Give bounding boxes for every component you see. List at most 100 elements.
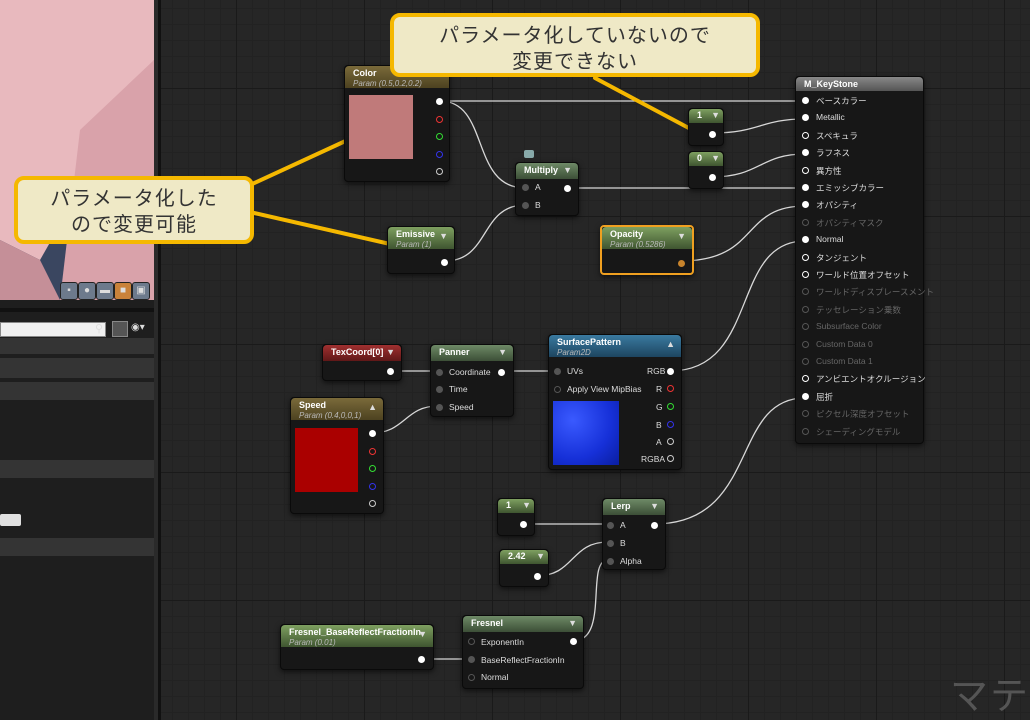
pin-out-b[interactable] <box>667 421 674 428</box>
node-constant-2-42[interactable]: 2.42 ▼ <box>499 549 549 587</box>
pin-in-base-reflect[interactable] <box>468 656 475 663</box>
pin-in-uvs[interactable] <box>554 368 561 375</box>
result-pin-1[interactable] <box>802 114 809 122</box>
result-pin-9[interactable] <box>802 253 809 261</box>
pin-out[interactable] <box>534 573 541 580</box>
pin-out-r[interactable] <box>436 116 443 123</box>
collapse-chevron-icon[interactable]: ▼ <box>418 629 427 639</box>
result-pin-5[interactable] <box>802 184 809 191</box>
pin-in-b[interactable] <box>522 202 529 209</box>
search-icon[interactable]: ⚲ <box>95 323 104 335</box>
pin-out[interactable] <box>387 368 394 375</box>
pin-out-a[interactable] <box>369 500 376 507</box>
pin-out-r[interactable] <box>667 385 674 392</box>
pin-out-rgb[interactable] <box>436 98 443 105</box>
collapse-chevron-icon[interactable]: ▲ <box>368 402 377 412</box>
pin-out-g[interactable] <box>667 403 674 410</box>
node-constant-lerp-a[interactable]: 1 ▼ <box>497 498 535 536</box>
result-pin-19[interactable] <box>802 427 809 435</box>
preview-viewport[interactable]: ▪ ● ▬ ■ ▣ <box>0 0 154 300</box>
result-pin-10[interactable] <box>802 271 809 278</box>
pin-in-exponent[interactable] <box>468 638 475 645</box>
view-mode-button-4[interactable]: ■ <box>114 282 132 300</box>
collapse-chevron-icon[interactable]: ▼ <box>522 500 531 510</box>
pin-in-b[interactable] <box>607 540 614 547</box>
node-multiply[interactable]: Multiply ▼ A B <box>515 162 579 216</box>
result-pin-17[interactable] <box>802 392 809 400</box>
collapse-chevron-icon[interactable]: ▲ <box>666 339 675 349</box>
node-color-param[interactable]: Color Param (0.5,0.2,0.2) <box>344 65 450 182</box>
pin-in-a[interactable] <box>522 184 529 191</box>
eye-icon[interactable]: ◉▾ <box>131 322 145 333</box>
collapse-chevron-icon[interactable]: ▼ <box>536 551 545 561</box>
pin-out[interactable] <box>441 259 448 266</box>
result-pin-3[interactable] <box>802 149 809 157</box>
pin-out[interactable] <box>709 131 716 138</box>
result-pin-0[interactable] <box>802 97 809 104</box>
pin-out-rgb[interactable] <box>369 430 376 437</box>
pin-out[interactable] <box>498 369 505 376</box>
grid-view-icon[interactable] <box>112 321 128 337</box>
node-texcoord[interactable]: TexCoord[0] ▼ <box>322 344 402 381</box>
pin-in-a[interactable] <box>607 522 614 529</box>
preview-icon[interactable] <box>524 150 534 158</box>
result-pin-6[interactable] <box>802 201 809 209</box>
pin-out-g[interactable] <box>369 465 376 472</box>
pin-out-a[interactable] <box>436 168 443 175</box>
pin-out-r[interactable] <box>369 448 376 455</box>
pin-out[interactable] <box>564 185 571 192</box>
pin-in-alpha[interactable] <box>607 558 614 565</box>
pin-out-a[interactable] <box>667 438 674 445</box>
result-pin-12[interactable] <box>802 305 809 313</box>
pin-out-b[interactable] <box>436 151 443 158</box>
pin-out-g[interactable] <box>436 133 443 140</box>
node-constant-0[interactable]: 0 ▼ <box>688 151 724 189</box>
node-fresnel-base-reflect-param[interactable]: Fresnel_BaseReflectFractionIn Param (0.0… <box>280 624 434 670</box>
result-pin-4[interactable] <box>802 166 809 174</box>
view-mode-button-5[interactable]: ▣ <box>132 282 150 300</box>
collapse-chevron-icon[interactable]: ▼ <box>563 165 572 175</box>
pin-out-rgb[interactable] <box>667 368 674 375</box>
result-pin-7[interactable] <box>802 218 809 226</box>
node-constant-1[interactable]: 1 ▼ <box>688 108 724 146</box>
pin-out[interactable] <box>418 656 425 663</box>
result-pin-15[interactable] <box>802 358 809 365</box>
result-pin-11[interactable] <box>802 288 809 296</box>
result-pin-14[interactable] <box>802 340 809 348</box>
pin-out-b[interactable] <box>369 483 376 490</box>
pin-out[interactable] <box>678 260 685 267</box>
view-mode-button-1[interactable]: ▪ <box>60 282 78 300</box>
view-mode-button-3[interactable]: ▬ <box>96 282 114 300</box>
node-surface-pattern[interactable]: SurfacePattern Param2D ▲ UVs Apply View … <box>548 334 682 470</box>
node-panner[interactable]: Panner ▼ Coordinate Time Speed <box>430 344 514 417</box>
collapse-chevron-icon[interactable]: ▼ <box>677 231 686 241</box>
pin-in-mipbias[interactable] <box>554 386 561 393</box>
pin-out[interactable] <box>651 522 658 529</box>
result-pin-8[interactable] <box>802 236 809 244</box>
pin-out[interactable] <box>570 638 577 645</box>
node-emissive-param[interactable]: Emissive Param (1) ▼ <box>387 226 455 274</box>
result-pin-2[interactable] <box>802 131 809 139</box>
pin-out-rgba[interactable] <box>667 455 674 462</box>
collapse-chevron-icon[interactable]: ▼ <box>568 618 577 628</box>
details-field[interactable] <box>0 514 21 526</box>
collapse-chevron-icon[interactable]: ▼ <box>498 347 507 357</box>
result-pin-16[interactable] <box>802 375 809 383</box>
pin-out[interactable] <box>520 521 527 528</box>
collapse-chevron-icon[interactable]: ▼ <box>439 231 448 241</box>
result-pin-18[interactable] <box>802 410 809 418</box>
details-search-input[interactable] <box>0 322 106 337</box>
collapse-chevron-icon[interactable]: ▼ <box>386 347 395 357</box>
view-mode-button-2[interactable]: ● <box>78 282 96 300</box>
node-speed-param[interactable]: Speed Param (0.4,0,0,1) ▲ <box>290 397 384 514</box>
node-opacity-param[interactable]: Opacity Param (0.5286) ▼ <box>600 225 694 275</box>
node-lerp[interactable]: Lerp ▼ A B Alpha <box>602 498 666 570</box>
pin-out[interactable] <box>709 174 716 181</box>
node-fresnel[interactable]: Fresnel ▼ ExponentIn BaseReflectFraction… <box>462 615 584 689</box>
collapse-chevron-icon[interactable]: ▼ <box>711 110 720 120</box>
pin-in-coordinate[interactable] <box>436 369 443 376</box>
pin-in-normal[interactable] <box>468 674 475 681</box>
result-pin-13[interactable] <box>802 323 809 331</box>
collapse-chevron-icon[interactable]: ▼ <box>711 153 720 163</box>
